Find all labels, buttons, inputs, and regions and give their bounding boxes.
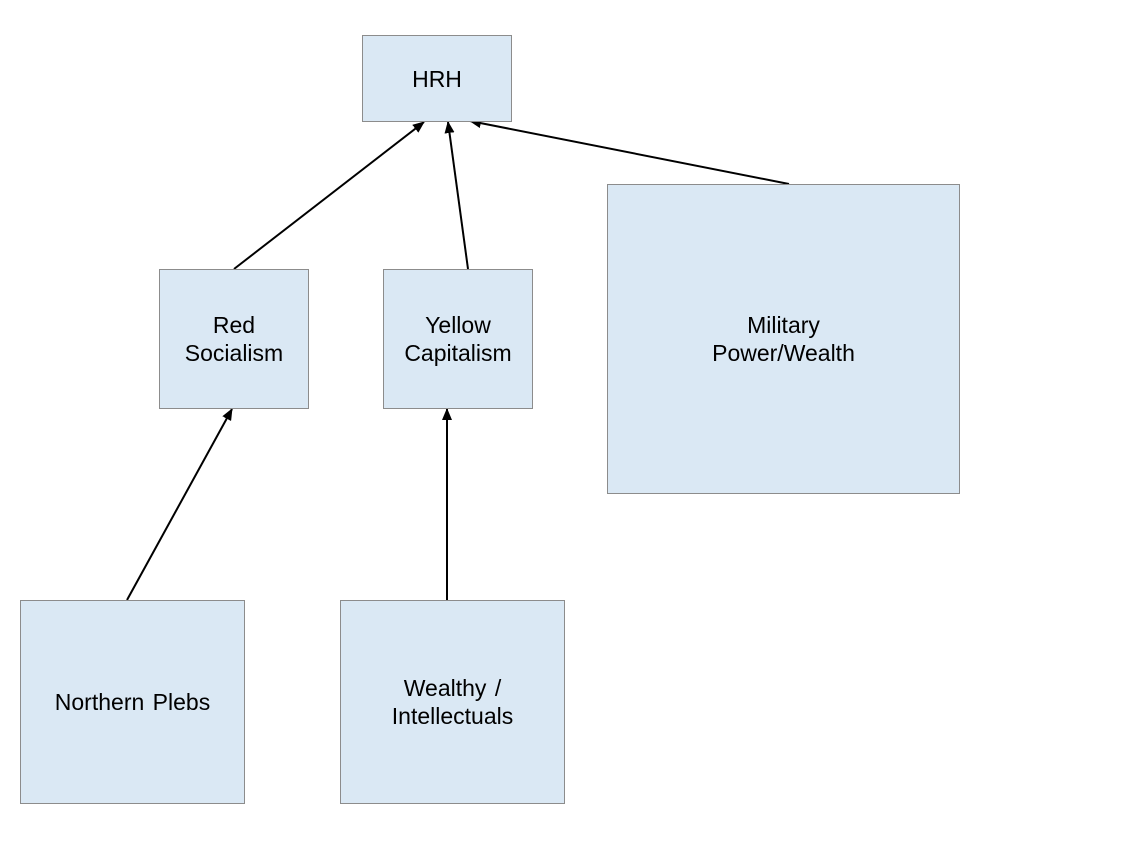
node-red-socialism[interactable]: Red Socialism — [159, 269, 309, 409]
edge-military-to-hrh — [469, 118, 790, 185]
node-hrh[interactable]: HRH — [362, 35, 512, 122]
node-military-power-wealth-label: Military Power/Wealth — [712, 312, 855, 366]
edge-northern-plebs-to-red-socialism — [126, 408, 233, 601]
node-wealthy-intellectuals[interactable]: Wealthy / Intellectuals — [340, 600, 565, 804]
node-yellow-capitalism-label: Yellow Capitalism — [404, 312, 512, 366]
node-northern-plebs[interactable]: Northern Plebs — [20, 600, 245, 804]
edge-red-socialism-to-hrh — [233, 121, 425, 270]
node-military-power-wealth[interactable]: Military Power/Wealth — [607, 184, 960, 494]
node-northern-plebs-label: Northern Plebs — [54, 689, 211, 715]
node-red-socialism-label: Red Socialism — [184, 312, 284, 366]
node-yellow-capitalism[interactable]: Yellow Capitalism — [383, 269, 533, 409]
edge-yellow-capitalism-to-hrh — [444, 121, 469, 270]
node-wealthy-intellectuals-label: Wealthy / Intellectuals — [391, 675, 514, 729]
node-hrh-label: HRH — [412, 65, 462, 92]
